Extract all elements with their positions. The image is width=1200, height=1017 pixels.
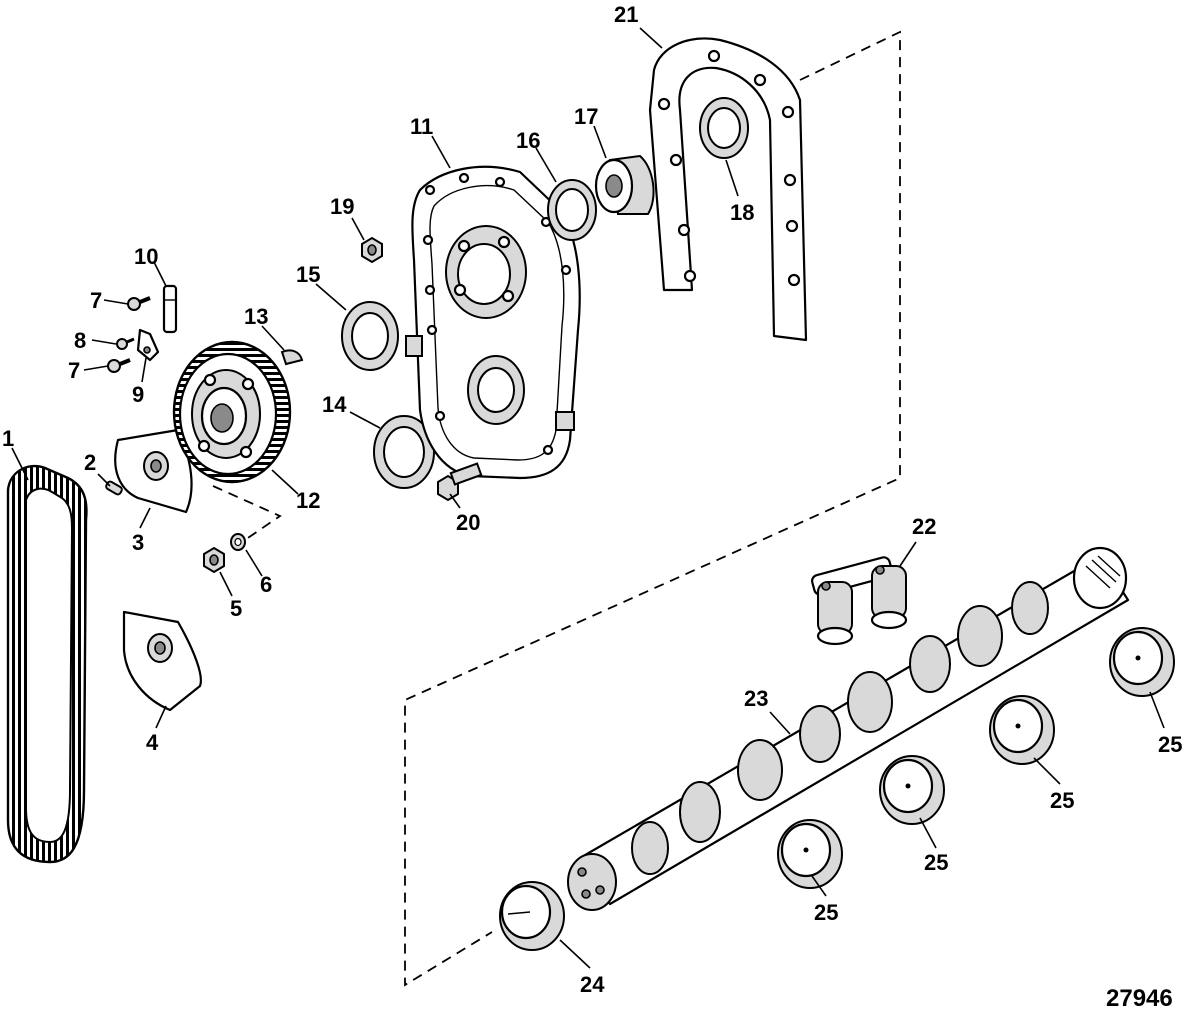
leader-lines [11,27,1165,969]
callout-7-lower: 7 [68,358,80,383]
callout-1: 1 [2,426,14,451]
callout-25-3: 25 [1050,788,1074,813]
timing-belt [6,464,88,864]
callout-19: 19 [330,194,354,219]
seal-lower [373,415,435,489]
callout-10: 10 [134,244,158,269]
callout-2: 2 [84,450,96,475]
callout-25-4: 25 [1158,732,1182,757]
callout-25-2: 25 [924,850,948,875]
callout-11: 11 [410,114,433,139]
callout-14: 14 [322,392,347,417]
cam-bearing-3 [989,695,1055,765]
thrust-plate-lower [122,610,202,712]
callout-8: 8 [74,328,86,353]
callout-16: 16 [516,128,540,153]
callout-22: 22 [912,514,936,539]
cam-bearing-1 [777,819,843,889]
gasket [648,37,808,342]
seal-upper [341,301,399,371]
cam-bearing-2 [879,755,945,825]
nut [203,546,225,574]
callout-6: 6 [260,572,272,597]
assembly-outline [212,30,901,987]
camshaft-sprocket [172,340,292,484]
cam-bearing-4 [1109,627,1175,697]
screw-middle [116,337,135,350]
callout-15: 15 [296,262,320,287]
key-pin [162,284,178,334]
front-seal [699,97,749,159]
oil-seal [547,179,597,241]
woodruff-key [280,349,304,366]
cover-nut [361,236,383,264]
callout-9: 9 [132,382,144,407]
washer [230,533,246,551]
cam-bearing-front [499,881,565,951]
figure-number: 27946 [1106,985,1173,1012]
screw-lower [107,358,131,373]
timing-cover [405,165,581,480]
hydraulic-lifters [811,556,908,646]
callout-25-1: 25 [814,900,838,925]
callout-18: 18 [730,200,754,225]
callout-13: 13 [244,304,268,329]
screw-upper [127,296,151,311]
callout-4: 4 [146,730,159,755]
bracket [136,328,160,362]
camshaft [567,546,1130,911]
callout-23: 23 [744,686,768,711]
thrust-plate-upper [114,428,193,514]
callouts: 1 2 3 4 5 6 7 7 8 9 10 11 12 13 14 15 16… [2,2,1182,997]
callout-5: 5 [230,596,242,621]
callout-20: 20 [456,510,480,535]
callout-21: 21 [614,2,638,27]
callout-17: 17 [574,104,598,129]
callout-3: 3 [132,530,144,555]
hub-spacer [594,154,655,215]
callout-24: 24 [580,972,605,997]
callout-12: 12 [296,488,320,513]
callout-7-upper: 7 [90,288,102,313]
cover-bolt [437,462,483,502]
